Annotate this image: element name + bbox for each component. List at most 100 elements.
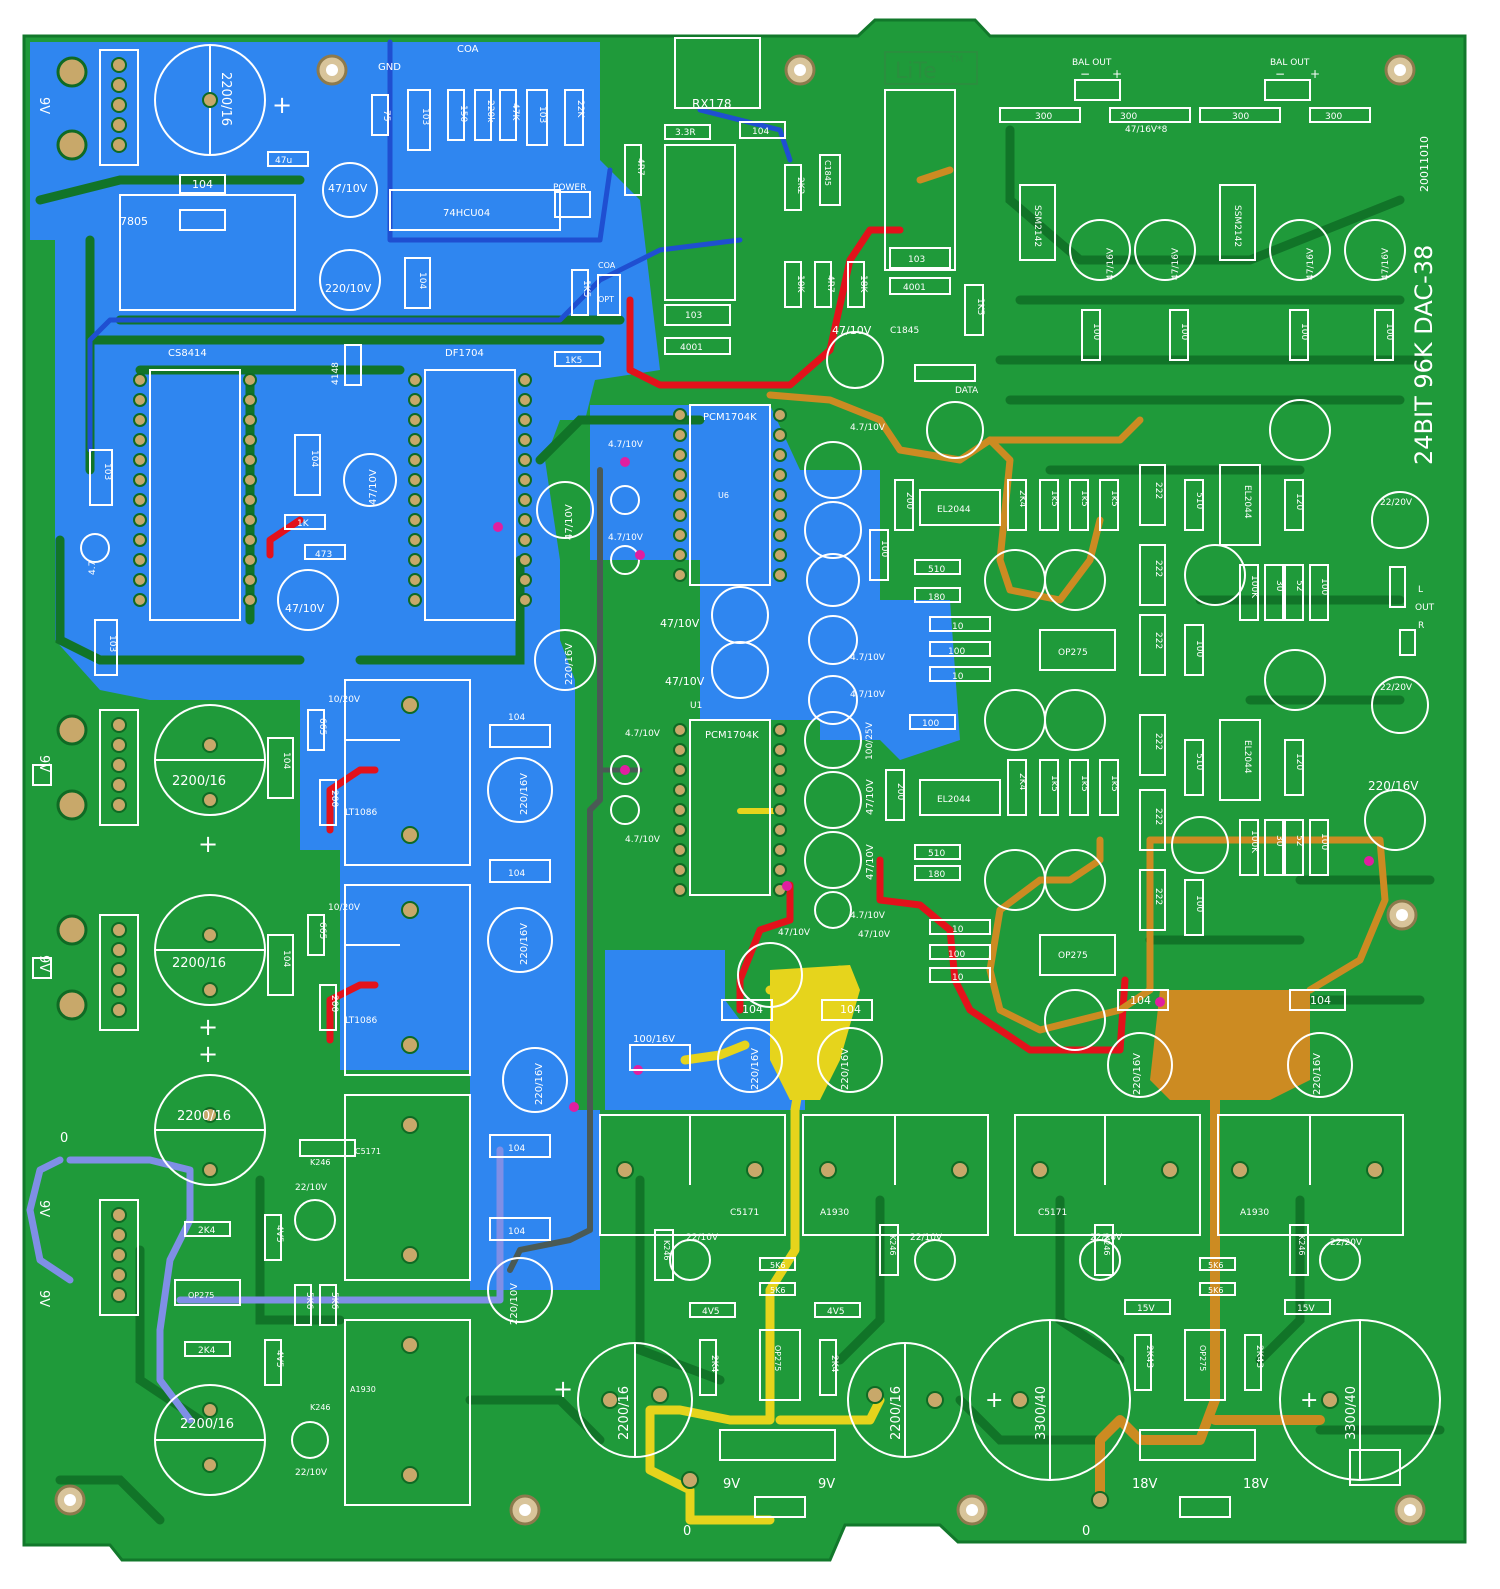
res-1k5-e: 1k5 <box>1079 490 1089 507</box>
label-9v-left-1: 9V <box>36 97 51 114</box>
cap-47-16v-3: 47/16V <box>1306 247 1316 280</box>
connector-pads <box>56 56 88 1021</box>
res-104-n: 104 <box>1310 994 1331 1007</box>
res-2k4-d: 2K4 <box>1017 773 1027 791</box>
ic-op275-1: OP275 <box>1058 648 1088 658</box>
cap-22-10v-2: 22/10V <box>295 1468 328 1478</box>
label-18v-2: 18V <box>1243 1477 1269 1492</box>
cap-47-16v-x8: 47/16V*8 <box>1125 125 1168 135</box>
res-4v5-d: 4V5 <box>827 1307 845 1317</box>
res-1k5-b: 1K5 <box>975 298 985 315</box>
label-9v-left-2: 9V <box>36 755 51 772</box>
res-222-a: 222 <box>1153 482 1163 499</box>
cap-22-20v-2: 22/20V <box>1380 683 1413 693</box>
res-104-g: 104 <box>508 713 525 723</box>
label-plus-d: + <box>198 1040 218 1068</box>
res-15v-a: 15V <box>1137 1304 1155 1314</box>
res-4r7b: 4.7 <box>88 561 98 575</box>
res-510-a: 510 <box>928 565 945 575</box>
label-minus-2: − <box>1275 67 1285 81</box>
res-5k6-a: 5K6 <box>304 1292 314 1310</box>
cap-4710-3: 4.7/10V <box>625 729 661 739</box>
res-15v-b: 15V <box>1297 1304 1315 1314</box>
cap-47-10v-11: 47/10V <box>865 844 876 880</box>
res-4v5-b: 4V5 <box>274 1350 284 1368</box>
cap-22-10v-4: 22/10V <box>910 1233 943 1243</box>
cap-47-10v-1: 47/10V <box>328 182 368 195</box>
ic-74hcu04: 74HCU04 <box>443 208 490 219</box>
cap-2200-1: 2200/16 <box>218 72 233 126</box>
label-minus-1: − <box>1080 67 1090 81</box>
res-2k-b: 2K4 <box>829 1355 839 1373</box>
res-103-c: 103 <box>908 255 925 265</box>
cap-220-16v-4: 220/16V <box>519 923 530 965</box>
cap-10-20v-1: 10/20V <box>328 695 361 705</box>
label-gnd: GND <box>378 62 401 73</box>
cap-47u: 47u <box>275 156 292 166</box>
label-rx178: RX178 <box>692 97 731 111</box>
cap-22-10v-1: 22/10V <box>295 1183 328 1193</box>
ic-el2044-1: EL2044 <box>937 505 971 515</box>
cap-47-10v-3: 47/10V <box>285 602 325 615</box>
label-zero-1: 0 <box>683 1524 691 1539</box>
res-510-b: 510 <box>928 849 945 859</box>
label-zero-2: 0 <box>1082 1524 1090 1539</box>
ic-cs8414: CS8414 <box>168 348 207 359</box>
res-100-d: 100 <box>1384 323 1394 340</box>
res-104-d: 104 <box>309 450 319 467</box>
res-120-a: 120 <box>1294 493 1304 510</box>
res-200-c: 200 <box>904 492 914 509</box>
res-100-e: 100 <box>879 540 889 557</box>
res-222-c: 222 <box>1153 632 1163 649</box>
label-power: POWER <box>553 183 586 193</box>
ic-k246-1: K246 <box>310 1158 331 1167</box>
logo-frame <box>884 51 978 85</box>
cap-47-10v-7: 47/10V <box>832 324 872 337</box>
cap-22-20v-1: 22/20V <box>1380 498 1413 508</box>
ic-c5171-2: C5171 <box>730 1208 759 1218</box>
label-plus-e: + <box>553 1375 573 1403</box>
res-52-b: 52 <box>1294 835 1304 846</box>
cap-labels: 2200/16 2200/16 2200/16 2200/16 2200/16 … <box>172 72 1419 1478</box>
label-coa: COA <box>457 44 479 55</box>
res-100k-b: 100K <box>1249 830 1259 854</box>
ic-outlines <box>99 37 1261 1461</box>
cap-2200-3: 2200/16 <box>172 956 226 971</box>
res-1k5-d: 1k5 <box>1049 490 1059 507</box>
label-out: OUT <box>1415 603 1435 613</box>
ic-c5171-1: C5171 <box>355 1147 381 1156</box>
res-5k6-e: 5K6 <box>1208 1261 1223 1270</box>
cap-4710-4: 4.7/10V <box>625 835 661 845</box>
ic-op275-3: OP275 <box>188 1291 214 1300</box>
cap-2200-2: 2200/16 <box>172 774 226 789</box>
ic-lt1086-1: LT1086 <box>345 808 377 818</box>
cap-100-16v: 100/16V <box>633 1034 675 1045</box>
cap-47-10v-8: 47/10V <box>778 928 811 938</box>
cap-47-10v-9: 47/10V <box>858 930 891 940</box>
cap-22-10v-3: 22/10V <box>686 1233 719 1243</box>
res-2k-a: 2K4 <box>709 1355 719 1373</box>
logo-tm: TM <box>949 55 963 65</box>
ic-op275-2: OP275 <box>1058 951 1088 961</box>
res-4v5-a: 4V5 <box>274 1225 284 1243</box>
cap-100-25v: 100/25V <box>865 721 875 760</box>
ic-c5171-3: C5171 <box>1038 1208 1067 1218</box>
res-3r3: 3.3R <box>675 128 696 138</box>
ic-ssm2142-1: SSM2142 <box>1032 205 1042 247</box>
res-4001-b: 4001 <box>680 343 703 353</box>
cap-47-16v-4: 47/16V <box>1381 247 1391 280</box>
res-222-b: 222 <box>1153 560 1163 577</box>
ic-el2044-3: EL2044 <box>1242 485 1252 519</box>
board-branding: LiTe TM 24BIT 96K DAC-38 20011010 <box>884 51 1438 465</box>
label-plus-f: + <box>985 1388 1003 1413</box>
cap-22-20v-3: 22/20V <box>1330 1238 1363 1248</box>
res-5k6-d: 5K6 <box>770 1286 785 1295</box>
label-bal-out-2: BAL OUT <box>1270 58 1310 68</box>
res-100-a: 100 <box>1091 323 1101 340</box>
label-zero-3: 0 <box>60 1131 68 1146</box>
res-150: 150 <box>458 105 468 122</box>
cap-22-20v-4: 22/20V <box>1090 1233 1123 1243</box>
board-title: 24BIT 96K DAC-38 <box>1410 245 1438 465</box>
